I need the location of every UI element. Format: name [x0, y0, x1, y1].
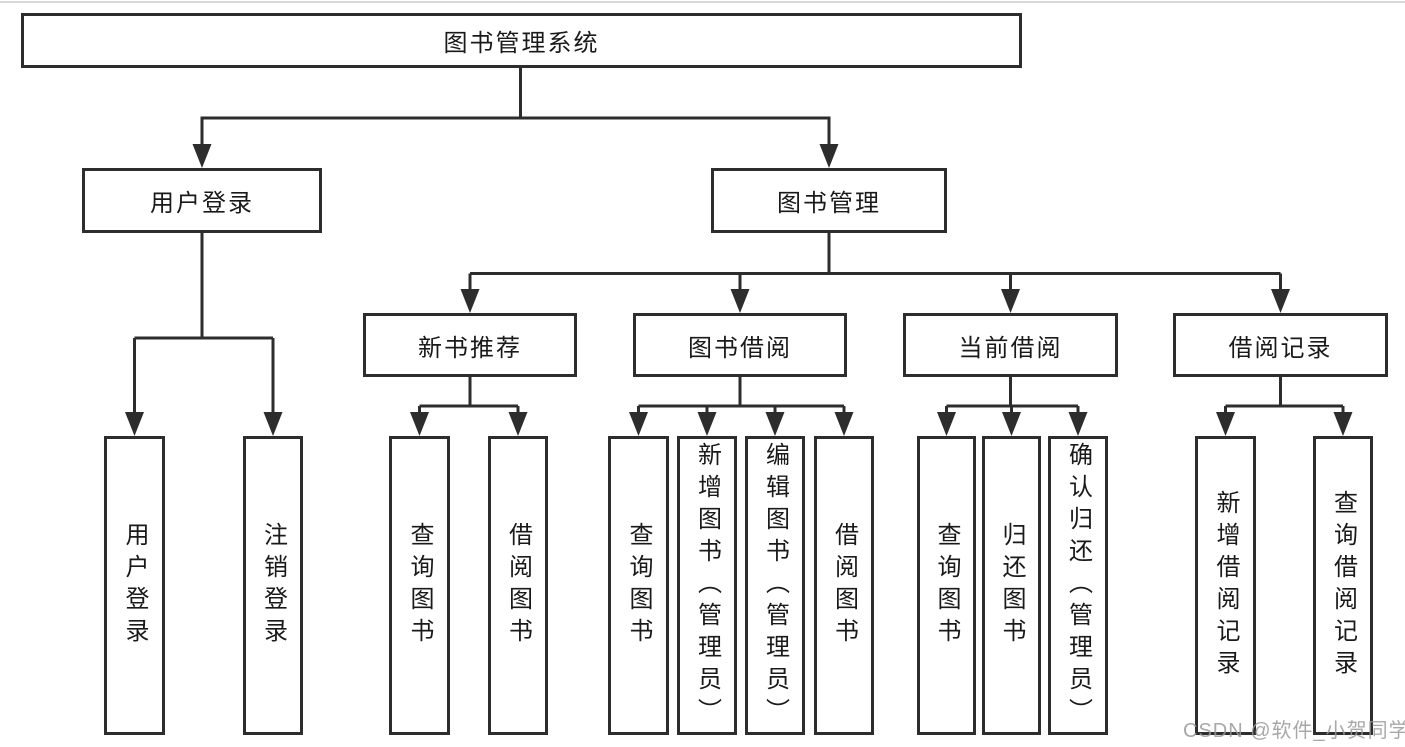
node-label: 注销登录 — [259, 521, 287, 650]
node-label: 新增图书（管理员） — [693, 441, 721, 730]
arrow-down-icon — [125, 412, 144, 436]
arrow-down-icon — [410, 412, 429, 436]
node-label: 图书借阅 — [688, 334, 792, 362]
node-library-management-system: 图书管理系统 — [21, 13, 1022, 68]
arrow-down-icon — [508, 412, 528, 436]
arrow-down-icon — [765, 412, 785, 436]
leaf-current-return-books: 归还图书 — [982, 436, 1041, 735]
node-label: 借阅图书 — [504, 521, 532, 650]
leaf-current-query-books: 查询图书 — [917, 436, 976, 735]
arrow-down-icon — [1216, 412, 1235, 436]
arrow-down-icon — [819, 144, 839, 168]
arrow-down-icon — [629, 412, 648, 436]
node-label: 图书管理系统 — [443, 30, 600, 57]
arrow-down-icon — [263, 412, 283, 436]
node-label: 归还图书 — [998, 521, 1025, 650]
arrow-down-icon — [1001, 289, 1020, 313]
node-label: 查询图书 — [625, 521, 652, 650]
node-label: 查询图书 — [933, 521, 960, 650]
connector-line — [133, 68, 1345, 416]
node-user-login: 用户登录 — [82, 168, 322, 233]
node-label: 图书管理 — [777, 190, 881, 217]
leaf-user-login: 用户登录 — [104, 436, 165, 735]
node-label: 当前借阅 — [958, 334, 1063, 362]
node-current-borrowing: 当前借阅 — [903, 313, 1118, 377]
screenshot-top-edge — [0, 1, 1405, 3]
node-label: 查询图书 — [406, 521, 433, 650]
node-label: 查询借阅记录 — [1329, 489, 1357, 682]
arrow-down-icon — [1068, 412, 1088, 436]
arrow-down-icon — [192, 144, 212, 168]
leaf-records-add-borrow-record: 新增借阅记录 — [1195, 436, 1256, 735]
leaf-recommend-borrow-books: 借阅图书 — [488, 436, 548, 735]
arrow-down-icon — [460, 289, 480, 313]
arrow-down-icon — [937, 412, 956, 436]
leaf-recommend-query-books: 查询图书 — [389, 436, 450, 735]
arrow-down-icon — [1271, 289, 1290, 313]
node-book-management: 图书管理 — [711, 168, 947, 233]
leaf-logout: 注销登录 — [243, 436, 303, 735]
node-label: 编辑图书（管理员） — [761, 441, 789, 730]
arrow-down-icon — [1002, 412, 1021, 436]
node-label: 新书推荐 — [418, 334, 522, 362]
node-label: 用户登录 — [121, 521, 148, 650]
arrow-down-icon — [1333, 412, 1353, 436]
node-borrowing-records: 借阅记录 — [1173, 313, 1388, 377]
node-label: 确认归还（管理员） — [1064, 441, 1092, 730]
node-label: 用户登录 — [150, 190, 254, 217]
arrow-down-icon — [730, 289, 750, 313]
leaf-borrowing-query-books: 查询图书 — [608, 436, 669, 735]
node-book-borrowing: 图书借阅 — [633, 313, 847, 377]
leaf-borrowing-add-books-admin: 新增图书（管理员） — [677, 436, 737, 735]
arrow-down-icon — [697, 412, 717, 436]
leaf-borrowing-borrow-books: 借阅图书 — [814, 436, 874, 735]
node-label: 借阅图书 — [830, 521, 858, 650]
arrow-down-icon — [834, 412, 854, 436]
leaf-current-confirm-return-admin: 确认归还（管理员） — [1048, 436, 1108, 735]
leaf-borrowing-edit-books-admin: 编辑图书（管理员） — [745, 436, 805, 735]
csdn-watermark: CSDN @软件_小贺同学 — [1183, 720, 1405, 742]
node-new-book-recommendation: 新书推荐 — [363, 313, 577, 377]
node-label: 新增借阅记录 — [1212, 489, 1239, 682]
leaf-records-query-borrow-record: 查询借阅记录 — [1313, 436, 1373, 735]
node-label: 借阅记录 — [1228, 334, 1333, 362]
